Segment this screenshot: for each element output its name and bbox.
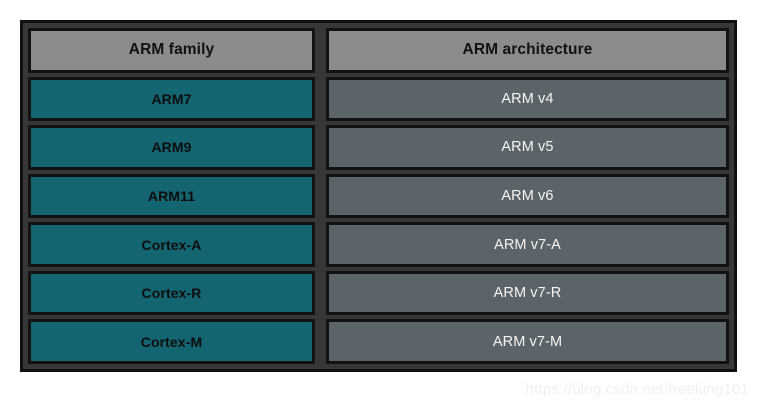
column-header-arm-architecture: ARM architecture: [326, 28, 729, 73]
table-row: Cortex-R ARM v7-R: [28, 270, 729, 316]
table-header-row: ARM family ARM architecture: [28, 28, 729, 73]
table-row: ARM7 ARM v4: [28, 76, 729, 122]
cell-arm-family: Cortex-A: [28, 222, 315, 267]
cell-arm-family: ARM11: [28, 173, 315, 219]
cell-arm-architecture: ARM v4: [326, 76, 729, 122]
cell-arm-architecture: ARM v7-R: [326, 270, 729, 316]
arm-comparison-table: ARM family ARM architecture ARM7 ARM v4 …: [20, 20, 737, 372]
cell-arm-architecture: ARM v7-M: [326, 319, 729, 365]
table-row: Cortex-M ARM v7-M: [28, 319, 729, 365]
cell-arm-family: Cortex-R: [28, 270, 315, 316]
cell-arm-family: ARM7: [28, 76, 315, 122]
table-row: Cortex-A ARM v7-A: [28, 222, 729, 267]
table-row: ARM11 ARM v6: [28, 173, 729, 219]
cell-arm-family: ARM9: [28, 125, 315, 170]
cell-arm-architecture: ARM v7-A: [326, 222, 729, 267]
cell-arm-architecture: ARM v6: [326, 173, 729, 219]
table-rows-container: ARM family ARM architecture ARM7 ARM v4 …: [28, 28, 729, 365]
table-row: ARM9 ARM v5: [28, 125, 729, 170]
column-header-arm-family: ARM family: [28, 28, 315, 73]
cell-arm-family: Cortex-M: [28, 319, 315, 365]
cell-arm-architecture: ARM v5: [326, 125, 729, 170]
watermark-url: https://blog.csdn.net/freeking101: [525, 381, 749, 398]
